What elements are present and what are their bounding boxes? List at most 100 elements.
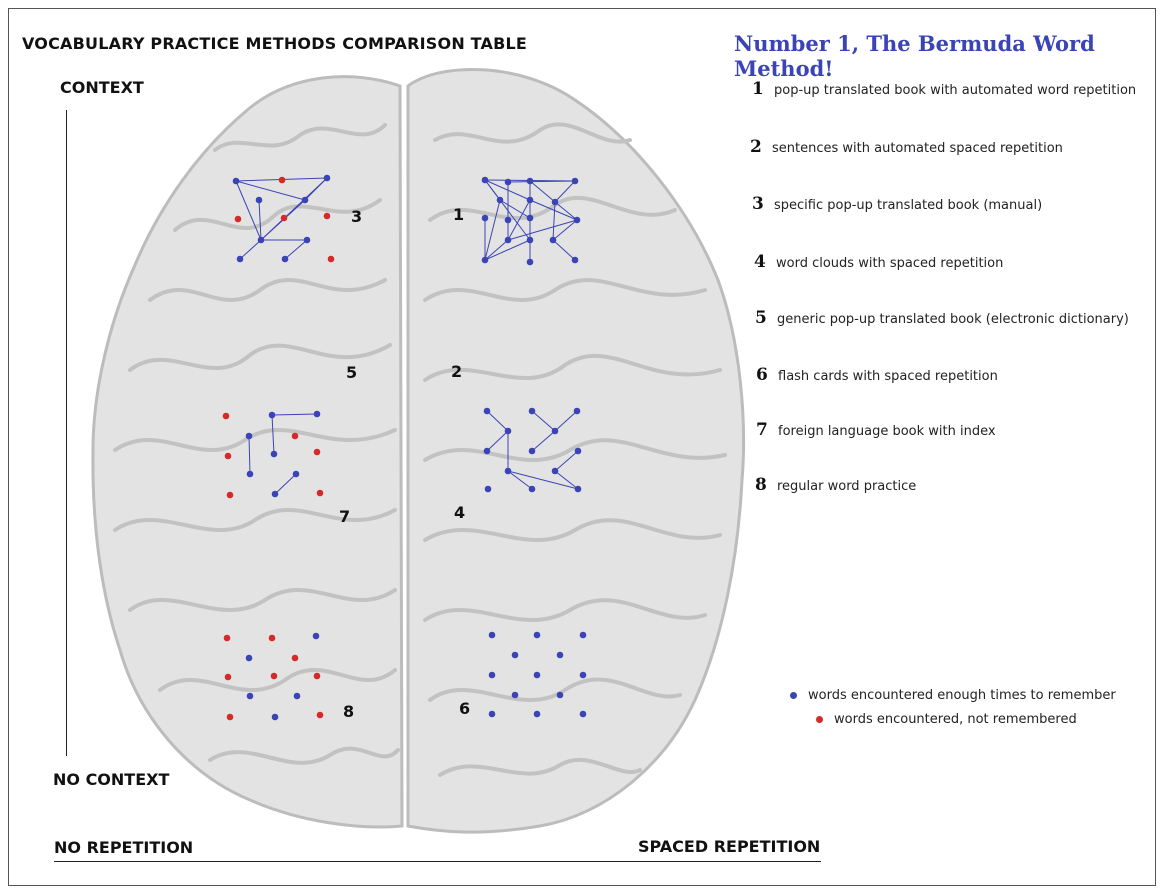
connection-line-region-5 xyxy=(248,435,251,475)
remembered-word-dot xyxy=(574,485,582,493)
remembered-word-dot xyxy=(551,467,559,475)
connection-line-region-1 xyxy=(484,199,501,261)
region-label-7: 7 xyxy=(339,507,350,526)
connection-line-region-2 xyxy=(554,470,579,490)
remembered-word-dot xyxy=(579,710,587,718)
connection-line-region-3 xyxy=(239,239,262,260)
horizontal-axis-line xyxy=(54,861,821,862)
axis-label-no-context: NO CONTEXT xyxy=(53,770,170,789)
method-item-1: 1 pop-up translated book with automated … xyxy=(752,79,1136,99)
connection-line-region-1 xyxy=(554,180,576,203)
remembered-word-dot xyxy=(303,236,311,244)
region-label-8: 8 xyxy=(343,702,354,721)
remembered-word-dot xyxy=(574,447,582,455)
not-remembered-word-dot xyxy=(226,713,234,721)
remembered-word-dot xyxy=(281,255,289,263)
remembered-word-dot xyxy=(246,692,254,700)
not-remembered-word-dot xyxy=(327,255,335,263)
remembered-word-dot xyxy=(573,407,581,415)
not-remembered-word-dot xyxy=(316,489,324,497)
remembered-word-dot xyxy=(528,485,536,493)
remembered-word-dot xyxy=(255,196,263,204)
method-number: 5 xyxy=(755,308,767,328)
remembered-word-dot xyxy=(579,631,587,639)
method-item-6: 6 flash cards with spaced repetition xyxy=(756,365,998,385)
remembered-word-dot xyxy=(528,407,536,415)
key-not-remembered-label: words encountered, not remembered xyxy=(834,712,1077,727)
remembered-word-dot xyxy=(533,631,541,639)
method-label: regular word practice xyxy=(777,479,917,494)
remembered-word-dot xyxy=(481,214,489,222)
method-label: sentences with automated spaced repetiti… xyxy=(772,141,1063,156)
method-item-2: 2 sentences with automated spaced repeti… xyxy=(750,137,1063,157)
connection-line-region-3 xyxy=(284,239,308,260)
remembered-word-dot xyxy=(526,236,534,244)
connection-line-region-1 xyxy=(552,201,556,241)
blue-dot-icon xyxy=(790,692,797,699)
connection-line-region-1 xyxy=(529,199,578,221)
remembered-word-dot xyxy=(312,632,320,640)
remembered-word-dot xyxy=(504,216,512,224)
region-label-5: 5 xyxy=(346,363,357,382)
method-label: flash cards with spaced repetition xyxy=(778,369,998,384)
not-remembered-word-dot xyxy=(234,215,242,223)
connection-line-region-1 xyxy=(507,180,576,183)
figure-title: VOCABULARY PRACTICE METHODS COMPARISON T… xyxy=(22,34,528,53)
remembered-word-dot xyxy=(556,691,564,699)
remembered-word-dot xyxy=(526,214,534,222)
remembered-word-dot xyxy=(526,196,534,204)
connection-line-region-2 xyxy=(486,430,509,452)
not-remembered-word-dot xyxy=(323,212,331,220)
connection-line-region-3 xyxy=(258,199,262,241)
remembered-word-dot xyxy=(549,236,557,244)
remembered-word-dot xyxy=(236,255,244,263)
remembered-word-dot xyxy=(293,692,301,700)
axis-label-no-repetition: NO REPETITION xyxy=(54,838,194,857)
remembered-word-dot xyxy=(528,447,536,455)
connection-line-region-5 xyxy=(271,414,275,455)
method-number: 8 xyxy=(755,475,767,495)
not-remembered-word-dot xyxy=(291,432,299,440)
method-number: 1 xyxy=(752,79,764,99)
remembered-word-dot xyxy=(496,196,504,204)
remembered-word-dot xyxy=(533,710,541,718)
method-label: word clouds with spaced repetition xyxy=(776,256,1004,271)
not-remembered-word-dot xyxy=(222,412,230,420)
remembered-word-dot xyxy=(526,258,534,266)
remembered-word-dot xyxy=(511,651,519,659)
method-number: 7 xyxy=(756,420,768,440)
key-remembered-label: words encountered enough times to rememb… xyxy=(808,688,1116,703)
connection-line-region-2 xyxy=(531,430,556,452)
region-label-2: 2 xyxy=(451,362,462,381)
connection-line-region-2 xyxy=(531,410,556,432)
connection-line-region-1 xyxy=(484,239,531,261)
remembered-word-dot xyxy=(246,470,254,478)
remembered-word-dot xyxy=(483,407,491,415)
red-dot-icon xyxy=(816,716,823,723)
method-item-8: 8 regular word practice xyxy=(755,475,916,495)
connection-line-region-1 xyxy=(507,219,578,241)
remembered-word-dot xyxy=(504,178,512,186)
not-remembered-word-dot xyxy=(226,491,234,499)
not-remembered-word-dot xyxy=(313,672,321,680)
remembered-word-dot xyxy=(245,654,253,662)
not-remembered-word-dot xyxy=(280,214,288,222)
remembered-word-dot xyxy=(268,411,276,419)
remembered-word-dot xyxy=(556,651,564,659)
not-remembered-word-dot xyxy=(223,634,231,642)
remembered-word-dot xyxy=(571,177,579,185)
connection-line-region-2 xyxy=(507,470,533,490)
remembered-word-dot xyxy=(579,671,587,679)
connection-line-region-3 xyxy=(235,180,262,241)
key-remembered: words encountered enough times to rememb… xyxy=(790,688,1116,703)
remembered-word-dot xyxy=(551,198,559,206)
vertical-axis-line xyxy=(66,110,67,756)
remembered-word-dot xyxy=(488,631,496,639)
not-remembered-word-dot xyxy=(278,176,286,184)
region-label-4: 4 xyxy=(454,503,465,522)
remembered-word-dot xyxy=(488,710,496,718)
connection-line-region-5 xyxy=(271,413,318,416)
not-remembered-word-dot xyxy=(224,452,232,460)
remembered-word-dot xyxy=(245,432,253,440)
remembered-word-dot xyxy=(271,713,279,721)
